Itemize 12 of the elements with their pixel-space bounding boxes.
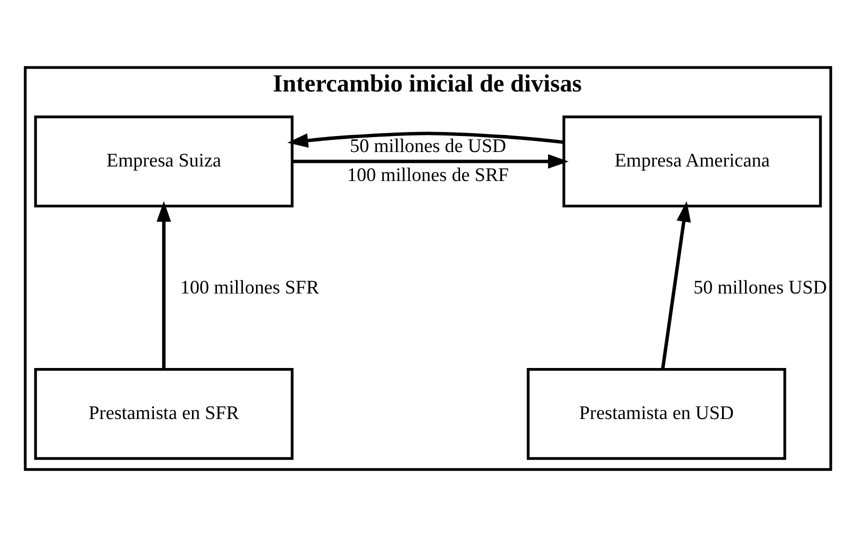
arrow — [287, 132, 564, 148]
edge-label: 100 millones SFR — [180, 277, 320, 298]
edge-label: 50 millones USD — [694, 277, 827, 298]
node-box: Prestamista en USD — [526, 368, 786, 460]
arrow — [156, 201, 172, 370]
node-box: Empresa Americana — [562, 116, 822, 208]
node-box: Prestamista en SFR — [34, 368, 294, 460]
arrow — [661, 201, 691, 370]
edge-label: 100 millones de SRF — [347, 164, 509, 186]
edge-label: 50 millones de USD — [350, 136, 506, 158]
node-box: Empresa Suiza — [34, 116, 294, 208]
arrow — [292, 154, 569, 169]
